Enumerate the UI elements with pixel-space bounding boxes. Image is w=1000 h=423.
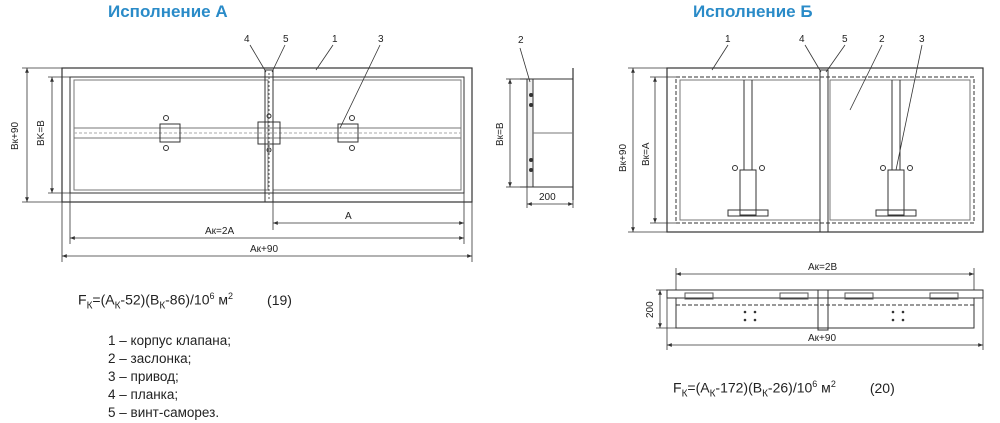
view-a-callout-leaders: [249, 44, 381, 129]
formula-b-sub1: К: [681, 388, 688, 400]
callout-b-4: 4: [799, 34, 805, 45]
side-view-a-dimensions: [506, 47, 574, 208]
callout-b-5: 5: [842, 34, 848, 45]
dim-a-height-inner: BK=B: [36, 120, 47, 146]
callout-b-3: 3: [919, 34, 925, 45]
callout-b-1: 1: [725, 34, 731, 45]
legend-item: 3 – привод;: [108, 369, 179, 384]
formula-a-sub3: К: [159, 300, 166, 312]
dim-top-b-width-inner: Aк=2B: [808, 262, 837, 273]
callout-a-1: 1: [332, 34, 338, 45]
view-b-callout-leaders: [711, 44, 923, 171]
formula-b-unit-exp: 2: [830, 379, 836, 389]
view-b-blade-left: [679, 79, 821, 221]
view-b-front: [666, 67, 984, 233]
title-variant-a: Исполнение А: [108, 2, 228, 21]
top-view-b: [666, 289, 984, 331]
callout-b-2: 2: [879, 34, 885, 45]
callout-a-3: 3: [378, 34, 384, 45]
view-a-blade-right: [272, 79, 462, 191]
view-a-inner-frame: [69, 76, 465, 194]
dim-a-width-outer: Aк+90: [250, 244, 278, 255]
formula-a-number: (19): [267, 291, 292, 308]
view-a-actuator-right: [337, 123, 359, 143]
dim-a-width-half: A: [345, 211, 352, 222]
dim-top-b-depth: 200: [645, 301, 656, 318]
formula-a-exp: 6: [209, 291, 215, 301]
formula-b-unit: м: [817, 379, 831, 396]
legend-item: 5 – винт-саморез.: [108, 405, 220, 420]
formula-a-unit: м: [214, 291, 229, 308]
dim-b-height-outer: Bк+90: [618, 144, 629, 172]
title-variant-b: Исполнение Б: [693, 2, 813, 21]
view-b-inner-frame: [675, 76, 975, 224]
view-a-front: [61, 67, 473, 203]
top-view-b-body: [675, 297, 975, 329]
dim-a-width-inner: Aк=2A: [205, 226, 234, 237]
legend: 1 – корпус клапана; 2 – заслонка; 3 – пр…: [108, 332, 231, 422]
formula-a-part3: -86)/10: [165, 291, 210, 308]
formula-a-part2: -52)(B: [120, 291, 160, 308]
formula-a-prefix: F: [78, 291, 87, 308]
view-a-center-strip: [264, 69, 274, 203]
formula-b-exp: 6: [812, 379, 818, 389]
view-b-outer-frame: [666, 67, 984, 233]
dim-a-height-outer: Bк+90: [10, 122, 21, 150]
legend-item: 2 – заслонка;: [108, 351, 192, 366]
formula-b-sub3: К: [762, 388, 768, 400]
view-a-actuator-left: [159, 123, 181, 143]
view-b-center-strip: [819, 69, 829, 233]
dim-top-b-width-outer: Aк+90: [808, 333, 836, 344]
dim-b-height-inner: Bк=A: [641, 142, 652, 166]
view-b-actuator-left: [739, 169, 757, 216]
view-b-dimensions: [628, 67, 676, 233]
dim-side-a-height: Bк=B: [495, 122, 506, 146]
top-view-b-dimensions: [656, 268, 984, 350]
callout-a-5: 5: [283, 34, 289, 45]
formula-b-part1: =(A: [687, 379, 710, 396]
callout-a-4: 4: [244, 34, 250, 45]
formula-b-number: (20): [869, 379, 895, 396]
view-a-blade-left: [73, 79, 269, 191]
formula-b-prefix: F: [673, 379, 682, 396]
callout-side-a-2: 2: [518, 35, 524, 46]
formula-b-part3: -26)/10: [767, 379, 813, 396]
formula-a-sub1: К: [86, 300, 93, 312]
view-a-dimensions: [22, 67, 473, 262]
view-b-actuator-right: [887, 169, 905, 216]
formula-a: FК=(AК-52)(BК-86)/106 м2(19): [78, 291, 292, 311]
formula-a-part1: =(A: [92, 291, 115, 308]
formula-b-part2: -172)(B: [715, 379, 763, 396]
view-a-outer-frame: [61, 67, 473, 203]
formula-b: FК=(AК-172)(BК-26)/106 м2(20): [673, 379, 895, 399]
dim-side-a-depth: 200: [539, 192, 556, 203]
side-view-a: [520, 68, 574, 200]
legend-item: 1 – корпус клапана;: [108, 333, 231, 348]
formula-a-unit-exp: 2: [228, 291, 234, 301]
formula-a-sub2: К: [114, 300, 121, 312]
legend-item: 4 – планка;: [108, 387, 179, 402]
formula-b-sub2: К: [709, 388, 716, 400]
